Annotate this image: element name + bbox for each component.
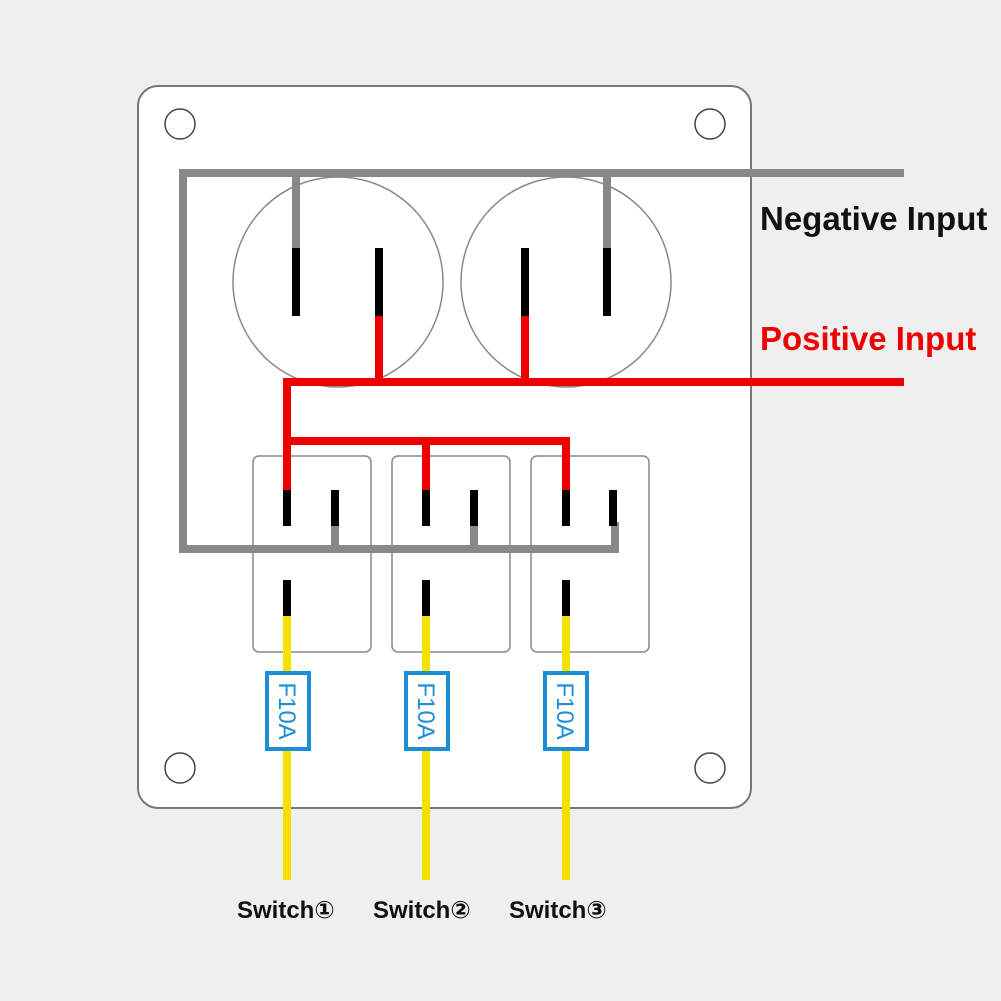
switch-box-2 [391,455,511,653]
switch-terminal [283,490,291,526]
socket-terminal [603,248,611,316]
switch-terminal [562,490,570,526]
switch-terminal [470,490,478,526]
fuse-2-rating: F10A [412,682,439,739]
fuse-1: F10A [265,671,311,751]
switch-terminal [331,490,339,526]
switch-box-1 [252,455,372,653]
switch-output-terminal [422,580,430,618]
negative-wire [179,169,904,553]
switch-output-terminal [283,580,291,618]
switch-terminal [609,490,617,526]
socket-terminals [292,248,611,316]
socket-terminal [521,248,529,316]
fuse-3: F10A [543,671,589,751]
fuse-2: F10A [404,671,450,751]
mounting-hole-bottom-left [164,752,196,784]
mounting-hole-bottom-right [694,752,726,784]
switch-output-terminal [562,580,570,618]
switch-terminal [422,490,430,526]
mounting-hole-top-left [164,108,196,140]
switch-terminals [283,490,617,618]
positive-input-label: Positive Input [760,320,977,357]
socket-terminal [375,248,383,316]
socket-left [232,176,444,388]
switch-3-label: Switch③ [509,897,607,924]
switch-2-label: Switch② [373,897,471,924]
negative-input-label: Negative Input [760,200,988,237]
fuse-1-rating: F10A [273,682,300,739]
switch-box-3 [530,455,650,653]
socket-terminal [292,248,300,316]
switch-1-label: Switch① [237,897,335,924]
mounting-hole-top-right [694,108,726,140]
positive-wire [283,316,904,492]
socket-right [460,176,672,388]
fuse-3-rating: F10A [551,682,578,739]
